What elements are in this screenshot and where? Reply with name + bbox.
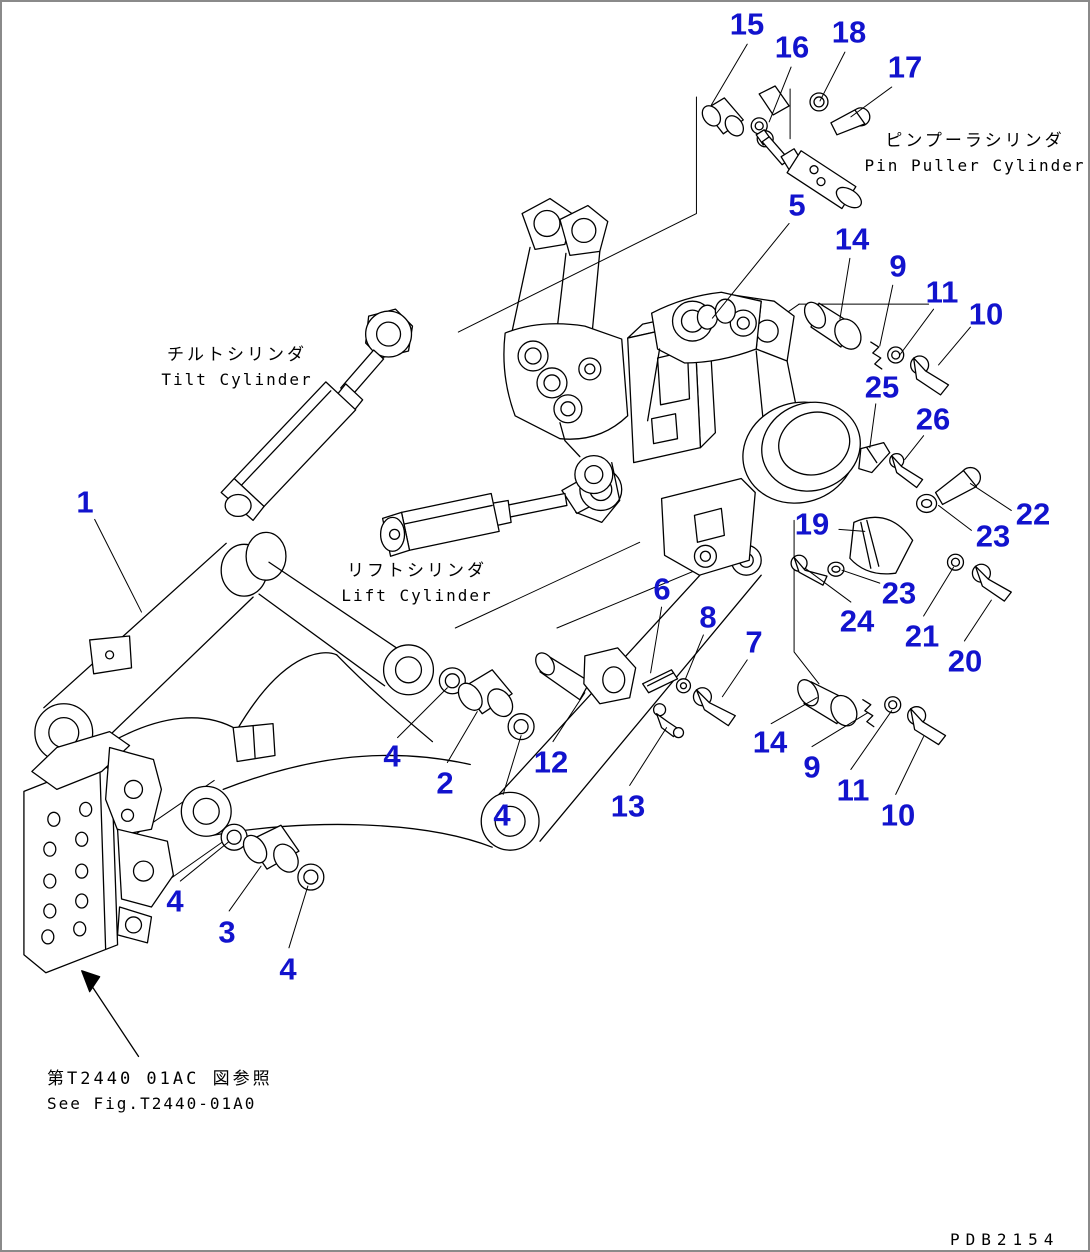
callout-7: 7 xyxy=(745,624,763,660)
callout-11: 11 xyxy=(925,274,959,310)
tilt-cylinder-drawing xyxy=(220,308,414,522)
leader-lines xyxy=(94,43,1012,949)
coupler-assembly-drawing xyxy=(503,197,861,576)
lock-plate-group xyxy=(858,442,924,489)
lift-cylinder-label-en: Lift Cylinder xyxy=(341,586,493,605)
see-fig-label-en: See Fig.T2440-01A0 xyxy=(47,1094,257,1113)
callout-20: 20 xyxy=(947,643,983,679)
callout-23: 23 xyxy=(975,518,1011,554)
pivot-pin-group xyxy=(535,647,736,739)
callout-13: 13 xyxy=(610,788,646,824)
see-fig-label-ja: 第T2440 01AC 図参照 xyxy=(47,1069,273,1089)
callout-14: 14 xyxy=(752,724,788,760)
callout-15: 15 xyxy=(729,6,765,42)
callout-10: 10 xyxy=(880,797,916,833)
tilt-cylinder-label-ja: チルトシリンダ xyxy=(167,345,307,365)
lift-cylinder-label-ja: リフトシリンダ xyxy=(347,561,487,581)
pin-group-bottom xyxy=(797,679,947,746)
frame-mount-bracket xyxy=(23,730,175,974)
callout-5: 5 xyxy=(788,187,806,223)
callout-25: 25 xyxy=(864,369,900,405)
see-fig-arrow xyxy=(81,970,140,1058)
callout-24: 24 xyxy=(839,603,875,639)
callout-4: 4 xyxy=(279,951,297,987)
see-fig-label: 第T2440 01AC 図参照 See Fig.T2440-01A0 xyxy=(47,1066,273,1116)
callout-17: 17 xyxy=(887,49,923,85)
tilt-cylinder-label: チルトシリンダ Tilt Cylinder xyxy=(152,342,322,392)
pin-puller-cylinder-label-en: Pin Puller Cylinder xyxy=(864,156,1086,175)
callout-11: 11 xyxy=(836,772,870,808)
callout-18: 18 xyxy=(831,14,867,50)
callout-14: 14 xyxy=(834,221,870,257)
callout-1: 1 xyxy=(76,484,94,520)
callout-23: 23 xyxy=(881,575,917,611)
tilt-cylinder-label-en: Tilt Cylinder xyxy=(161,370,313,389)
callout-3: 3 xyxy=(218,914,236,950)
callout-4: 4 xyxy=(166,883,184,919)
pin-group-top xyxy=(803,301,950,396)
pin-puller-cylinder-drawing xyxy=(701,85,871,210)
callout-19: 19 xyxy=(794,506,830,542)
pin-puller-cylinder-label: ピンプーラシリンダ Pin Puller Cylinder xyxy=(860,128,1088,178)
bushing-seal-group xyxy=(220,667,535,891)
lift-cylinder-label: リフトシリンダ Lift Cylinder xyxy=(332,558,502,608)
callout-4: 4 xyxy=(493,797,511,833)
callout-26: 26 xyxy=(915,401,951,437)
callout-8: 8 xyxy=(699,599,717,635)
callout-9: 9 xyxy=(803,749,821,785)
guard-group xyxy=(790,466,1012,602)
callout-9: 9 xyxy=(889,248,907,284)
callout-16: 16 xyxy=(774,29,810,65)
callout-6: 6 xyxy=(653,571,671,607)
pin-puller-cylinder-label-ja: ピンプーラシリンダ xyxy=(885,131,1065,151)
callout-12: 12 xyxy=(533,744,569,780)
callout-2: 2 xyxy=(436,765,454,801)
callout-21: 21 xyxy=(904,618,940,654)
callout-10: 10 xyxy=(968,296,1004,332)
callout-4: 4 xyxy=(383,738,401,774)
drawing-number: PDB2154 xyxy=(950,1230,1060,1249)
callout-22: 22 xyxy=(1015,496,1051,532)
